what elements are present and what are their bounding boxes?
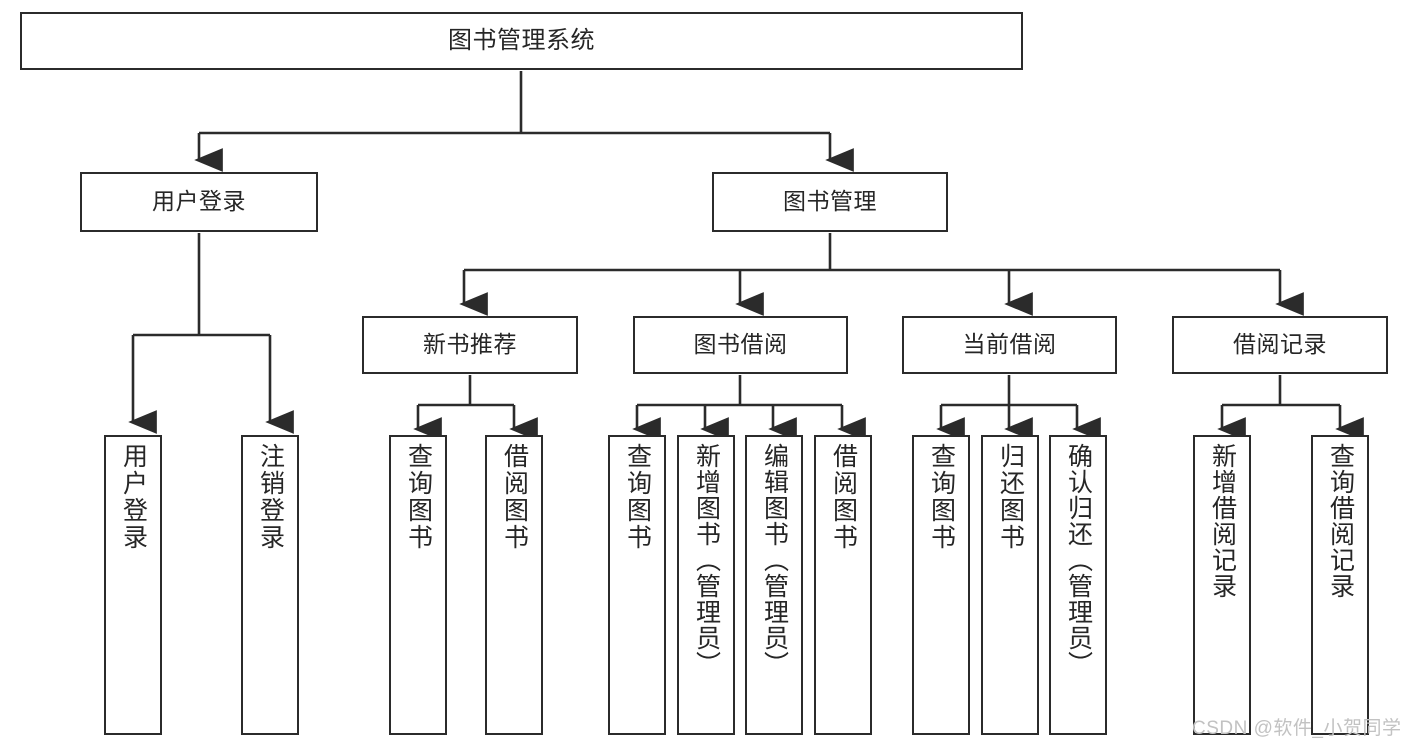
leaf-book-borrow-edit-book-admin[interactable]: 编辑图书（管理员） [745,435,803,735]
leaf-new-book-query-books[interactable]: 查询图书 [389,435,447,735]
node-label: 查询图书 [927,443,956,551]
node-label: 借阅记录 [1233,331,1327,358]
node-label: 注销登录 [256,443,285,551]
node-label: 当前借阅 [962,331,1057,358]
node-user-login[interactable]: 用户登录 [80,172,318,232]
leaf-current-borrow-query-books[interactable]: 查询图书 [912,435,970,735]
node-label: 确认归还（管理员） [1064,443,1093,677]
node-label: 查询图书 [623,443,652,551]
node-root-book-management-system[interactable]: 图书管理系统 [20,12,1023,70]
node-label: 新书推荐 [423,331,517,358]
leaf-borrow-record-query-record[interactable]: 查询借阅记录 [1311,435,1369,735]
leaf-book-borrow-query-books[interactable]: 查询图书 [608,435,666,735]
node-borrowing-record[interactable]: 借阅记录 [1172,316,1388,374]
leaf-user-login-logout[interactable]: 注销登录 [241,435,299,735]
node-label: 借阅图书 [829,443,858,551]
node-current-borrowing[interactable]: 当前借阅 [902,316,1117,374]
node-label: 查询图书 [404,443,433,551]
node-label: 归还图书 [996,443,1025,551]
node-label: 用户登录 [119,443,148,551]
leaf-current-borrow-return-books[interactable]: 归还图书 [981,435,1039,735]
node-new-book-recommendation[interactable]: 新书推荐 [362,316,578,374]
node-label: 借阅图书 [500,443,529,551]
node-label: 图书借阅 [693,331,788,358]
node-book-borrowing[interactable]: 图书借阅 [633,316,848,374]
node-label: 新增图书（管理员） [692,443,721,677]
watermark-csdn: CSDN @软件_小贺同学 [1192,718,1402,739]
node-label: 图书管理系统 [448,26,595,54]
node-label: 新增借阅记录 [1208,443,1237,599]
leaf-new-book-borrow-books[interactable]: 借阅图书 [485,435,543,735]
leaf-current-borrow-confirm-return-admin[interactable]: 确认归还（管理员） [1049,435,1107,735]
node-label: 用户登录 [152,188,246,215]
leaf-book-borrow-add-book-admin[interactable]: 新增图书（管理员） [677,435,735,735]
node-label: 查询借阅记录 [1326,443,1355,599]
leaf-borrow-record-add-record[interactable]: 新增借阅记录 [1193,435,1251,735]
node-label: 图书管理 [783,188,877,215]
leaf-user-login-login[interactable]: 用户登录 [104,435,162,735]
node-book-management[interactable]: 图书管理 [712,172,948,232]
leaf-book-borrow-borrow-books[interactable]: 借阅图书 [814,435,872,735]
node-label: 编辑图书（管理员） [760,443,789,677]
